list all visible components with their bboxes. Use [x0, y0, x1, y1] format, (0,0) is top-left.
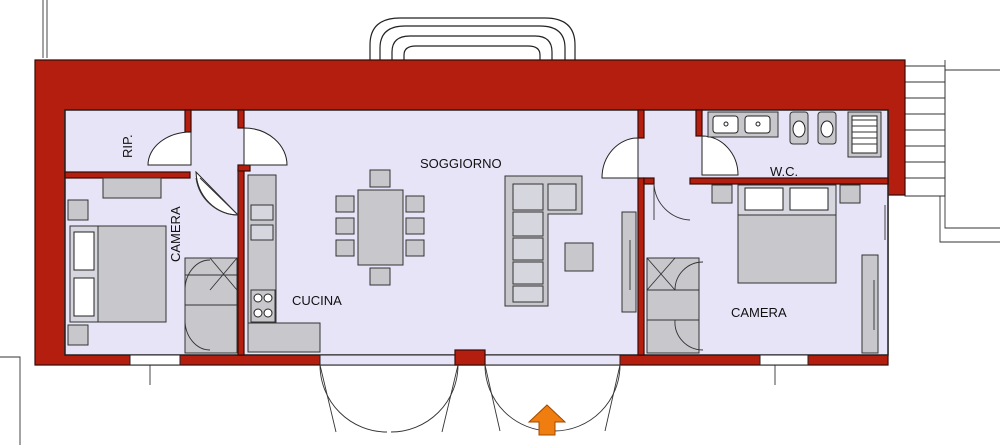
kitchen-counter [247, 174, 321, 353]
sofa [504, 175, 637, 313]
label-wc: W.C. [770, 164, 798, 179]
bedroom-left-furniture [67, 177, 238, 354]
door-swings [147, 127, 739, 221]
label-ripostiglio: RIP. [120, 134, 135, 158]
dining-table [335, 169, 425, 286]
label-camera-left: CAMERA [168, 206, 183, 262]
south-french-doors [149, 364, 776, 433]
entrance-arrow-icon [527, 404, 567, 436]
rounded-terrace [369, 17, 576, 62]
label-cucina: CUCINA [292, 293, 342, 308]
external-stairs [904, 65, 946, 197]
wc-fixtures [707, 111, 882, 158]
bedroom-right-furniture [646, 184, 886, 354]
south-openings [129, 354, 809, 366]
room-labels: RIP. CAMERA SOGGIORNO CUCINA W.C. CAMERA [120, 134, 798, 320]
label-camera-right: CAMERA [731, 305, 787, 320]
interior-walls [64, 109, 889, 366]
label-soggiorno: SOGGIORNO [420, 156, 502, 171]
